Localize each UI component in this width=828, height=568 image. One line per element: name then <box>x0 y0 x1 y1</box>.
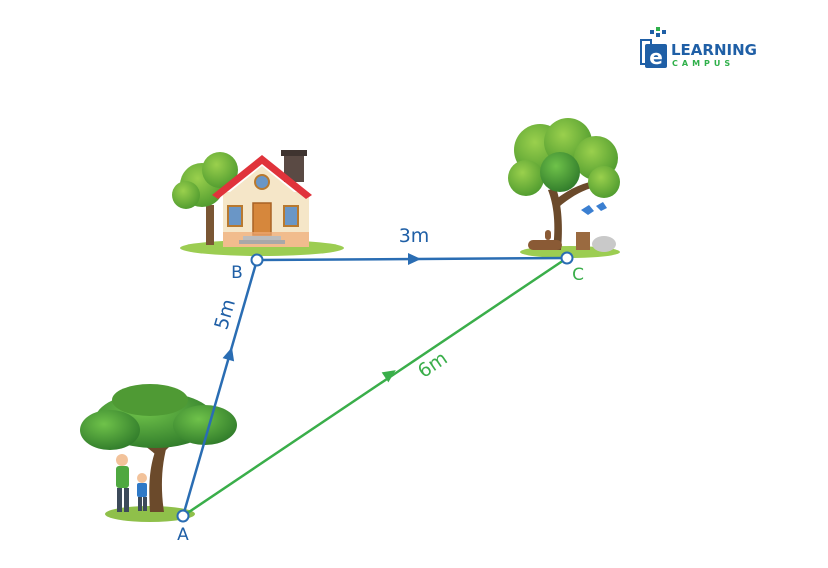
elearning-campus-logo: e LEARNING CAMPUS <box>640 27 757 69</box>
logo-mark: e <box>649 45 663 69</box>
point-b-label: B <box>231 263 243 283</box>
tree-with-animals-icon <box>508 118 620 258</box>
house-icon <box>172 150 344 256</box>
point-c-marker <box>560 251 574 265</box>
point-a-label: A <box>177 525 189 545</box>
point-c-label: C <box>572 265 584 285</box>
path-b-to-c <box>256 253 568 265</box>
path-ab-length-label: 5m <box>210 297 240 332</box>
path-bc-length-label: 3m <box>399 225 430 247</box>
point-a-marker <box>176 509 190 523</box>
tree-with-people-icon <box>80 384 237 522</box>
path-a-to-b <box>181 259 259 517</box>
path-ac-length-label: 6m <box>414 347 452 382</box>
point-b-marker <box>250 253 264 267</box>
logo-line1: LEARNING <box>671 41 757 59</box>
logo-line2: CAMPUS <box>672 59 734 68</box>
path-a-to-c <box>182 256 568 518</box>
